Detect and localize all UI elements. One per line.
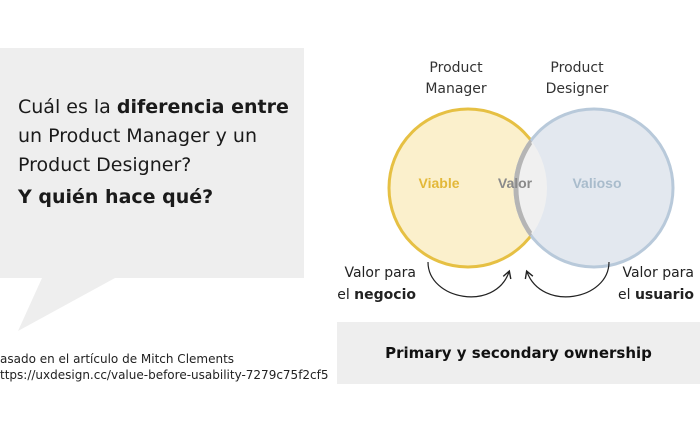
label-valor-usuario: Valor para el usuario [618, 262, 694, 306]
intersection-valor [513, 109, 547, 267]
negocio-line2-pre: el [337, 287, 355, 303]
role-pd-line2: Designer [545, 81, 609, 97]
ownership-banner: Primary y secondary ownership [337, 322, 700, 384]
arrow-usuario [524, 261, 610, 298]
source-url: ttps://uxdesign.cc/value-before-usabilit… [0, 368, 329, 382]
usuario-line2-pre: el [618, 287, 635, 303]
label-valioso: Valioso [572, 175, 621, 191]
question-line2: un Product Manager y un [18, 125, 257, 147]
ownership-text: Primary y secondary ownership [385, 344, 652, 362]
role-pm-line2: Manager [425, 81, 487, 97]
circle-viable-arc [515, 142, 533, 234]
label-valor-negocio: Valor para el negocio [337, 262, 416, 306]
source-line1: asado en el artículo de Mitch Clements [0, 352, 235, 366]
role-pd-line1: Product [550, 60, 604, 76]
source-citation: asado en el artículo de Mitch Clements t… [0, 351, 329, 383]
question-line3: Product Designer? [18, 154, 192, 176]
question-line1-pre: Cuál es la [18, 96, 117, 118]
usuario-line2-bold: usuario [634, 287, 694, 303]
role-product-designer: Product Designer [522, 58, 632, 100]
question-line1-bold: diferencia entre [116, 96, 289, 118]
arrow-negocio [427, 261, 512, 298]
negocio-line2-bold: negocio [354, 287, 416, 303]
negocio-line1: Valor para [344, 265, 416, 281]
label-viable: Viable [419, 175, 460, 191]
question-text: Cuál es la diferencia entre un Product M… [18, 93, 298, 180]
subquestion: Y quién hace qué? [18, 186, 214, 208]
usuario-line1: Valor para [622, 265, 694, 281]
label-valor: Valor [498, 175, 533, 191]
role-pm-line1: Product [429, 60, 483, 76]
role-product-manager: Product Manager [401, 58, 511, 100]
